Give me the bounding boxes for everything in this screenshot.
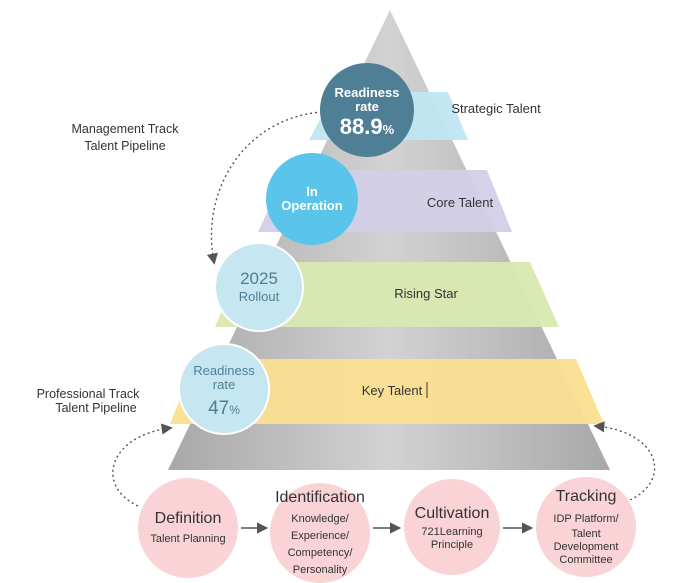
process-line: IDP Platform/: [553, 513, 619, 525]
process-line: Talent Planning: [150, 533, 225, 545]
management-track-label-line2: Talent Pipeline: [84, 139, 165, 153]
badge-value: 47%: [208, 398, 240, 419]
badge-line2: rate: [355, 99, 379, 114]
tier-label-rising: Rising Star: [394, 286, 458, 301]
pyramid-body: [168, 10, 610, 470]
process-circle: [136, 476, 240, 580]
process-title: Identification: [275, 489, 365, 506]
process-line: Competency/: [288, 547, 354, 559]
tier-label-key: Key Talent: [362, 383, 423, 398]
process-title: Cultivation: [415, 505, 490, 522]
process-line: Personality: [293, 564, 348, 576]
badge-readiness-88: Readiness rate 88.9%: [320, 63, 414, 157]
badge-line2: Operation: [281, 198, 342, 213]
process-circle: [268, 481, 372, 583]
process-title: Definition: [155, 510, 222, 527]
badge-line1: Readiness: [193, 363, 255, 378]
process-line: Committee: [559, 554, 612, 566]
badge-readiness-47: Readiness rate 47%: [178, 343, 270, 435]
process-step-tracking: Tracking IDP Platform/ Talent Developmen…: [534, 475, 638, 579]
process-line: 721Learning: [421, 526, 482, 538]
process-step-cultivation: Cultivation 721Learning Principle: [402, 477, 502, 577]
badge-line1: In: [306, 184, 318, 199]
badge-in-operation: In Operation: [266, 153, 358, 245]
management-track-label-line1: Management Track: [72, 122, 180, 136]
process-step-definition: Definition Talent Planning: [136, 476, 240, 580]
badge-line2: Rollout: [239, 289, 280, 304]
badge-line1: Readiness: [334, 85, 399, 100]
process-title: Tracking: [556, 488, 617, 505]
process-line: Principle: [431, 539, 473, 551]
badge-2025-rollout: 2025 Rollout: [214, 242, 304, 332]
tier-label-core: Core Talent: [427, 195, 494, 210]
tier-label-strategic: Strategic Talent: [451, 101, 541, 116]
process-circle: [534, 475, 638, 579]
process-line: Talent: [571, 528, 600, 540]
tier-band-key: [170, 359, 604, 424]
process-line: Experience/: [291, 530, 350, 542]
professional-track-label-line1: Professional Track: [37, 387, 141, 401]
badge-circle: [214, 242, 304, 332]
badge-circle: [266, 153, 358, 245]
badge-line2: rate: [213, 377, 235, 392]
badge-line1: 2025: [240, 269, 278, 288]
professional-track-label-line2: Talent Pipeline: [55, 401, 136, 415]
process-circle: [402, 477, 502, 577]
process-step-identification: Identification Knowledge/ Experience/ Co…: [268, 481, 372, 583]
loop-arrow-right: [593, 421, 656, 501]
badge-circle: [320, 63, 414, 157]
badge-value: 88.9%: [340, 114, 395, 139]
process-line: Development: [554, 541, 619, 553]
process-line: Knowledge/: [291, 513, 349, 525]
badge-circle: [178, 343, 270, 435]
